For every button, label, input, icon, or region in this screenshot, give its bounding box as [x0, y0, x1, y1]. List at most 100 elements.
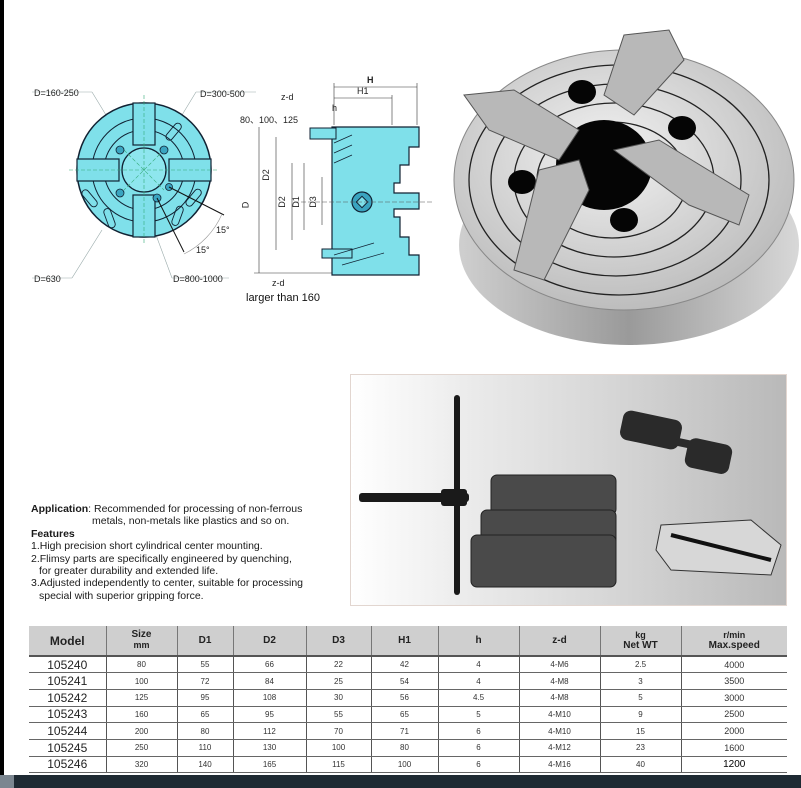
cell-h1: 100 — [370, 756, 438, 774]
feature-2: 2.Flimsy parts are specifically engineer… — [31, 552, 292, 565]
header-d2: D2 — [232, 626, 306, 657]
cell-size: 160 — [105, 706, 177, 724]
cell-h: 5 — [437, 706, 519, 724]
label-d2-inner: D2 — [276, 196, 287, 208]
label-h-total: H — [367, 75, 374, 85]
header-d1: D1 — [176, 626, 233, 657]
header-zd: z-d — [518, 626, 600, 657]
label-d3: D3 — [307, 196, 318, 208]
cell-speed: 1600 — [680, 739, 787, 757]
product-description: Application: Recommended for processing … — [31, 503, 351, 602]
cell-speed: 1200 — [680, 756, 787, 774]
front-view-diagram: D=160-250 D=300-500 D=630 D=800-1000 15°… — [24, 70, 264, 290]
larger-than-160-note: larger than 160 — [246, 292, 320, 304]
section-view-diagram: H H1 h z-d 80、100、125 D D2 D2 D1 D3 z-d … — [234, 65, 434, 310]
features-label: Features — [31, 527, 75, 540]
cell-size: 125 — [105, 689, 177, 707]
chuck-section-view-icon — [254, 83, 434, 276]
cell-zd: 4-M12 — [518, 739, 600, 757]
cell-d3: 115 — [305, 756, 371, 774]
header-d3: D3 — [305, 626, 371, 657]
cell-d3: 25 — [305, 672, 371, 690]
label-d2-outer: D2 — [260, 169, 271, 181]
cell-d1: 140 — [176, 756, 233, 774]
cell-weight: 40 — [599, 756, 681, 774]
cell-d2: 66 — [232, 656, 306, 674]
cell-model: 105246 — [29, 756, 106, 774]
cell-weight: 9 — [599, 706, 681, 724]
cell-h: 6 — [437, 722, 519, 740]
cell-zd: 4-M8 — [518, 672, 600, 690]
cell-d1: 110 — [176, 739, 233, 757]
label-sizes: 80、100、125 — [240, 115, 299, 125]
cell-d3: 30 — [305, 689, 371, 707]
cell-d3: 70 — [305, 722, 371, 740]
chuck-front-view-icon — [32, 91, 256, 279]
bottom-bar — [0, 775, 801, 788]
cell-d2: 84 — [232, 672, 306, 690]
cell-h: 6 — [437, 756, 519, 774]
cell-weight: 2.5 — [599, 656, 681, 674]
cell-h1: 71 — [370, 722, 438, 740]
cell-d2: 108 — [232, 689, 306, 707]
single-jaw-icon — [655, 519, 782, 576]
chuck-photo-icon — [453, 29, 799, 345]
four-jaw-chuck-photo — [444, 20, 801, 350]
cell-weight: 15 — [599, 722, 681, 740]
label-angle-15-a: 15° — [216, 225, 230, 235]
cell-speed: 3500 — [680, 672, 787, 690]
label-d-630: D=630 — [34, 274, 61, 284]
cell-h1: 65 — [370, 706, 438, 724]
application-text: Application: Recommended for processing … — [31, 503, 351, 515]
cell-model: 105244 — [29, 722, 106, 740]
cell-zd: 4-M10 — [518, 706, 600, 724]
cell-size: 200 — [105, 722, 177, 740]
feature-1: 1.High precision short cylindrical cente… — [31, 540, 263, 553]
label-zd-top: z-d — [281, 92, 294, 102]
label-d-160-250: D=160-250 — [34, 88, 79, 98]
cell-weight: 3 — [599, 672, 681, 690]
accessories-icon — [359, 395, 782, 595]
cell-d1: 55 — [176, 656, 233, 674]
cell-model: 105245 — [29, 739, 106, 757]
cell-h1: 42 — [370, 656, 438, 674]
header-h: h — [437, 626, 519, 657]
label-h1: H1 — [357, 86, 369, 96]
label-d-800-1000: D=800-1000 — [173, 274, 223, 284]
cell-d2: 95 — [232, 706, 306, 724]
label-angle-15-b: 15° — [196, 245, 210, 255]
cell-model: 105240 — [29, 656, 106, 674]
product-spec-sheet: D=160-250 D=300-500 D=630 D=800-1000 15°… — [4, 0, 801, 775]
cell-speed: 4000 — [680, 656, 787, 674]
cell-model: 105243 — [29, 706, 106, 724]
cell-d1: 95 — [176, 689, 233, 707]
feature-2-cont: for greater durability and extended life… — [39, 565, 219, 578]
label-h-small: h — [332, 103, 338, 113]
accessories-photo — [350, 374, 787, 606]
cell-h: 4 — [437, 672, 519, 690]
application-line-1: : Recommended for processing of non-ferr… — [88, 503, 303, 515]
cell-speed: 2000 — [680, 722, 787, 740]
cell-d3: 22 — [305, 656, 371, 674]
cell-speed: 2500 — [680, 706, 787, 724]
application-label: Application — [31, 503, 89, 515]
cell-size: 80 — [105, 656, 177, 674]
cell-h1: 54 — [370, 672, 438, 690]
header-model: Model — [29, 626, 106, 657]
cell-size: 250 — [105, 739, 177, 757]
lead-screw-icon — [620, 410, 733, 474]
cell-speed: 3000 — [680, 689, 787, 707]
cell-h1: 56 — [370, 689, 438, 707]
cell-size: 320 — [105, 756, 177, 774]
cell-zd: 4-M8 — [518, 689, 600, 707]
cell-weight: 23 — [599, 739, 681, 757]
cell-h: 4.5 — [437, 689, 519, 707]
